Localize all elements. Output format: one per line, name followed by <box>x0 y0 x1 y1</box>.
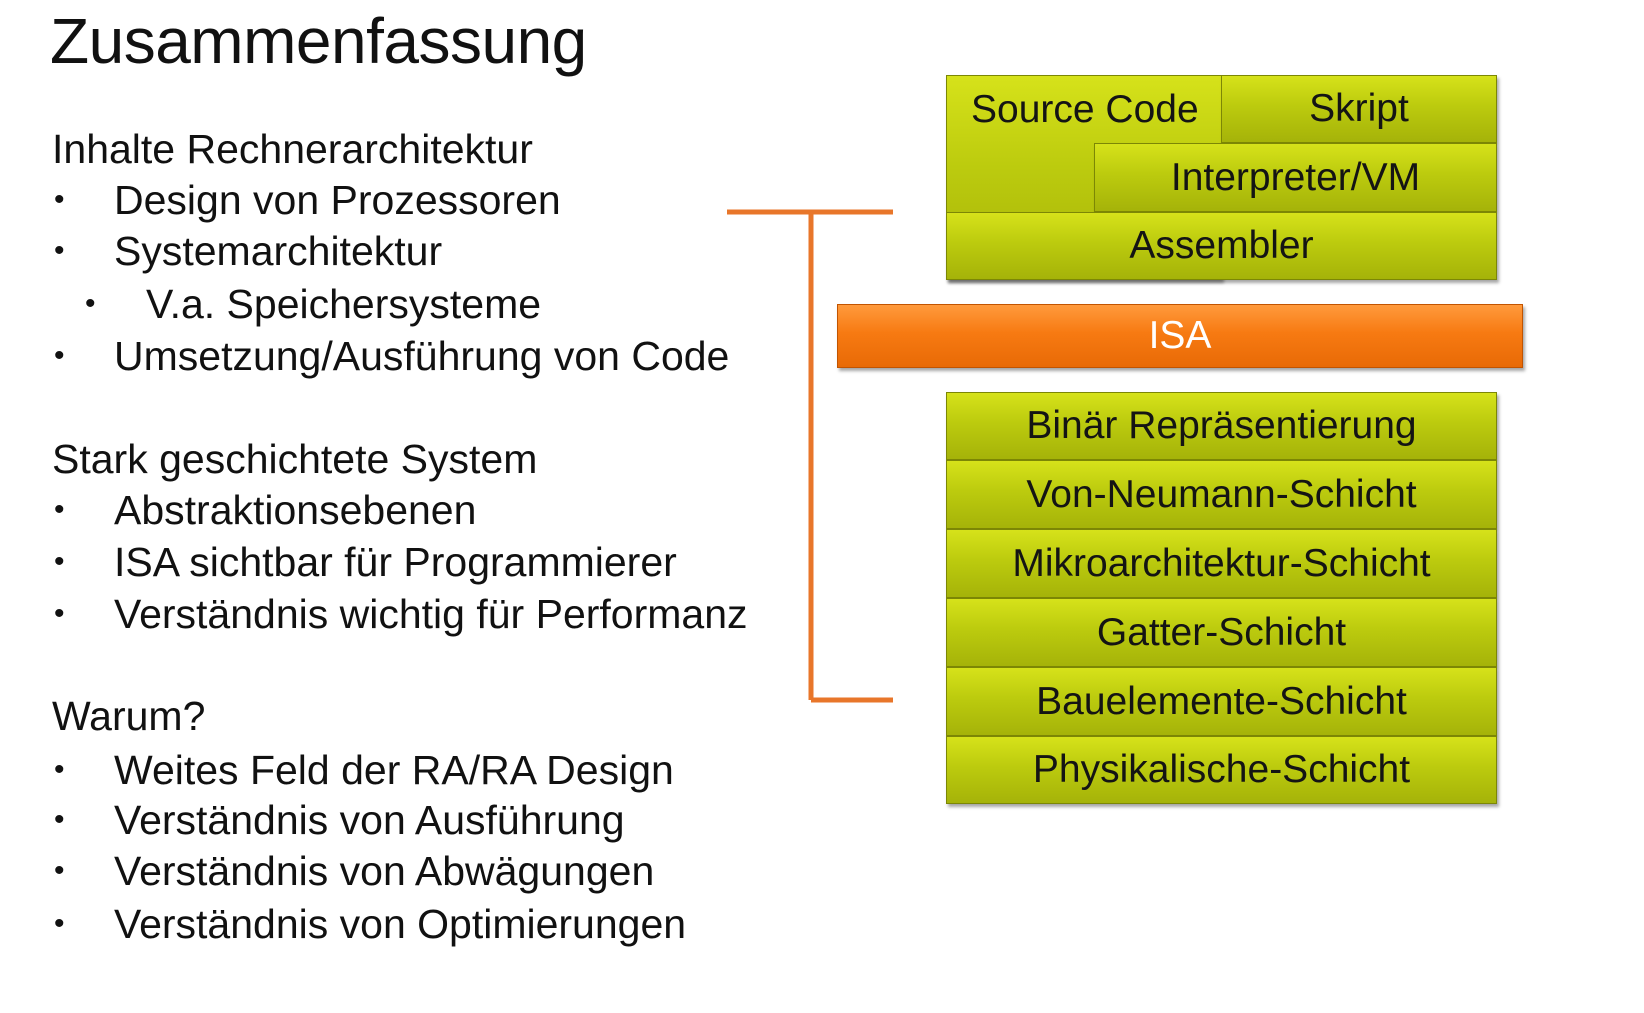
bullet-text: Verständnis von Abwägungen <box>114 848 655 894</box>
bullet-dot-icon: • <box>54 597 65 630</box>
bullet-text: Weites Feld der RA/RA Design <box>114 747 674 793</box>
layer-interpreter-vm: Interpreter/VM <box>1094 143 1497 212</box>
layer-skript: Skript <box>1221 75 1497 143</box>
bullet-dot-icon: • <box>54 234 65 267</box>
bullet-dot-icon: • <box>54 339 65 372</box>
bullet-text: Design von Prozessoren <box>114 177 561 223</box>
section-heading-inhalte: Inhalte Rechnerarchitektur <box>52 126 533 172</box>
bullet-dot-icon: • <box>54 183 65 216</box>
bullet-dot-icon: • <box>54 907 65 940</box>
bullet-dot-icon: • <box>54 753 65 786</box>
layer-binaer-repraesentierung: Binär Repräsentierung <box>946 392 1497 460</box>
bullet-text: V.a. Speichersysteme <box>146 281 542 327</box>
layer-isa: ISA <box>837 304 1523 368</box>
bullet-text: Verständnis von Ausführung <box>114 797 625 843</box>
layer-assembler: Assembler <box>946 212 1497 280</box>
bullet-dot-icon: • <box>85 287 96 320</box>
layer-physikalische: Physikalische-Schicht <box>946 736 1497 804</box>
bullet-dot-icon: • <box>54 545 65 578</box>
section-heading-warum: Warum? <box>52 693 206 739</box>
bullet-dot-icon: • <box>54 493 65 526</box>
bullet-text: Verständnis von Optimierungen <box>114 901 687 947</box>
bullet-dot-icon: • <box>54 803 65 836</box>
bullet-dot-icon: • <box>54 854 65 887</box>
layer-bauelemente: Bauelemente-Schicht <box>946 667 1497 736</box>
layer-von-neumann: Von-Neumann-Schicht <box>946 460 1497 529</box>
bullet-text: Verständnis wichtig für Performanz <box>114 591 748 637</box>
layer-mikroarchitektur: Mikroarchitektur-Schicht <box>946 529 1497 598</box>
slide-title: Zusammenfassung <box>50 5 587 77</box>
layer-gatter: Gatter-Schicht <box>946 598 1497 667</box>
bullet-text: Umsetzung/Ausführung von Code <box>114 333 730 379</box>
section-heading-geschichtet: Stark geschichtete System <box>52 436 538 482</box>
bullet-text: Abstraktionsebenen <box>114 487 477 533</box>
bullet-text: Systemarchitektur <box>114 228 443 274</box>
bullet-text: ISA sichtbar für Programmierer <box>114 539 677 585</box>
